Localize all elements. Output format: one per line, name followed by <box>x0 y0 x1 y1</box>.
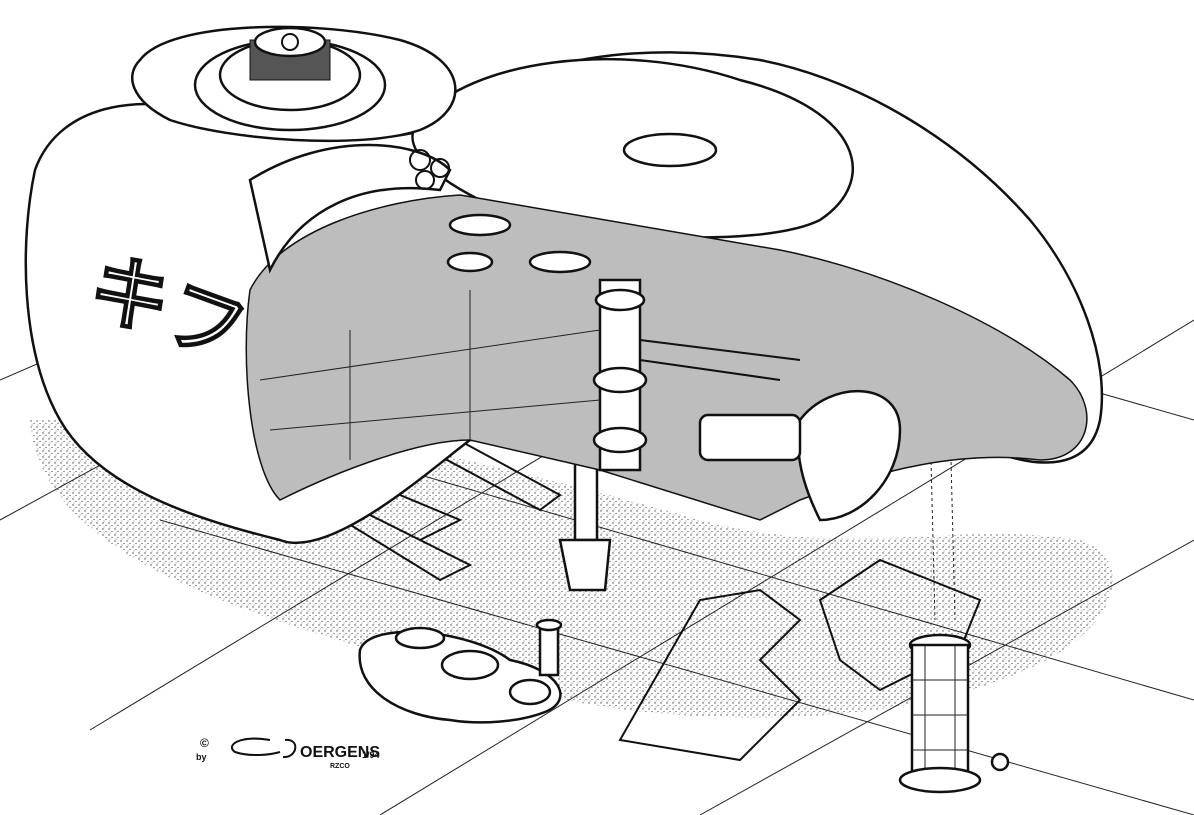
signature-artist: OERGENS <box>300 744 380 761</box>
top-turret <box>193 26 387 132</box>
small-shuttle <box>358 618 563 724</box>
central-reactor-column <box>592 278 648 472</box>
hull-cutaway-interior <box>245 194 1088 522</box>
signature-by: by <box>196 752 207 762</box>
signature-copyright: © <box>200 736 209 750</box>
engine-nacelle <box>248 143 452 274</box>
signature-date: 1/94 <box>362 750 380 760</box>
signature-note: RZCO <box>330 763 350 770</box>
beam-tower <box>898 419 1010 794</box>
artist-signature: © by OERGENS 1/94 RZCO <box>196 736 380 770</box>
